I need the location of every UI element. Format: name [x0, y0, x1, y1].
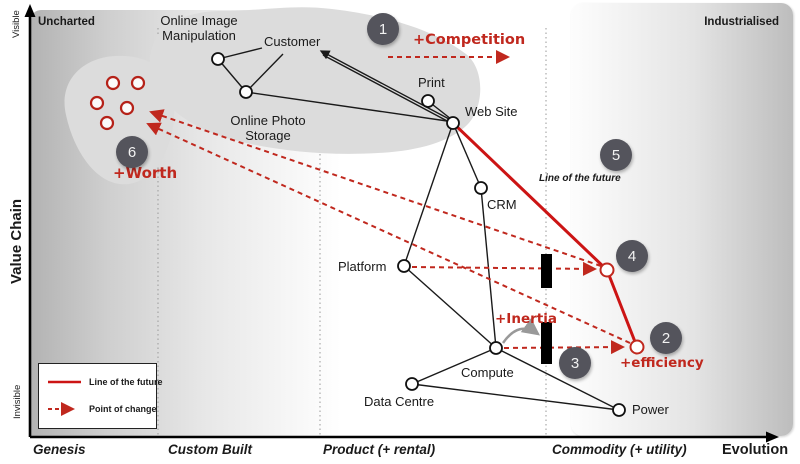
inertia-bar-upper [541, 254, 552, 288]
stage-genesis: Genesis [33, 442, 86, 457]
annotation-competition: +Competition [413, 32, 526, 48]
top-cluster-blob [149, 7, 481, 154]
stage-product: Product (+ rental) [323, 442, 436, 457]
label-platform: Platform [338, 259, 387, 274]
region-uncharted: Uncharted [38, 16, 95, 28]
annotation-worth: +Worth [113, 164, 178, 182]
label-customer: Customer [264, 34, 321, 49]
legend: Line of the future Point of change [38, 363, 163, 429]
node-online-image-manipulation [211, 52, 225, 66]
node-platform [397, 259, 411, 273]
component-nodes [211, 52, 626, 417]
legend-samples [48, 380, 81, 416]
label-crm: CRM [487, 197, 517, 212]
region-industrialised: Industrialised [704, 16, 779, 28]
node-print [421, 94, 435, 108]
y-axis-title: Value Chain [8, 198, 25, 284]
genesis-activity-circles [89, 75, 146, 131]
node-future-platform [599, 262, 615, 278]
axes [28, 14, 767, 439]
inertia-arrow [501, 318, 541, 344]
node-crm [474, 181, 488, 195]
node-data-centre [405, 377, 419, 391]
y-axis-visible: Visible [11, 10, 22, 38]
worth-arrow-lower [146, 122, 631, 344]
x-axis-arrow [766, 431, 779, 443]
industrialised-gradient [571, 3, 793, 436]
label-compute: Compute [461, 365, 514, 380]
node-web-site [446, 116, 460, 130]
stage-custom-built: Custom Built [168, 442, 252, 457]
future-nodes [599, 262, 645, 355]
badge-1: 1 [367, 13, 399, 45]
badge-4: 4 [616, 240, 648, 272]
label-online-image-manipulation: Online Image Manipulation [160, 13, 238, 43]
worth-arrow-upper [149, 109, 602, 267]
compute-evolve-arrow [503, 340, 625, 355]
label-online-photo-storage: Online Photo Storage [230, 113, 306, 143]
badge-3: 3 [559, 347, 591, 379]
annotation-inertia: +Inertia [495, 311, 557, 327]
label-print: Print [418, 75, 445, 90]
legend-line-of-future: Line of the future [89, 377, 163, 387]
badge-5: 5 [600, 139, 632, 171]
y-axis-invisible: Invisible [12, 384, 23, 419]
label-data-centre: Data Centre [364, 394, 435, 409]
platform-evolve-arrow [411, 261, 597, 276]
node-future-compute [629, 339, 645, 355]
label-web-site: Web Site [465, 104, 518, 119]
node-power [612, 403, 626, 417]
x-axis-title: Evolution [722, 442, 789, 458]
badge-6: 6 [116, 136, 148, 168]
annotation-efficiency: +efficiency [620, 355, 704, 371]
points-of-change [146, 50, 631, 355]
node-online-photo-storage [239, 85, 253, 99]
stage-commodity: Commodity (+ utility) [552, 442, 687, 457]
legend-point-of-change: Point of change [89, 404, 157, 414]
badge-2: 2 [650, 322, 682, 354]
y-axis-arrow [24, 4, 36, 17]
node-compute [489, 341, 503, 355]
inertia-bar-lower [541, 322, 552, 364]
annotation-line-of-future: Line of the future [539, 173, 621, 184]
label-power: Power [632, 402, 669, 417]
